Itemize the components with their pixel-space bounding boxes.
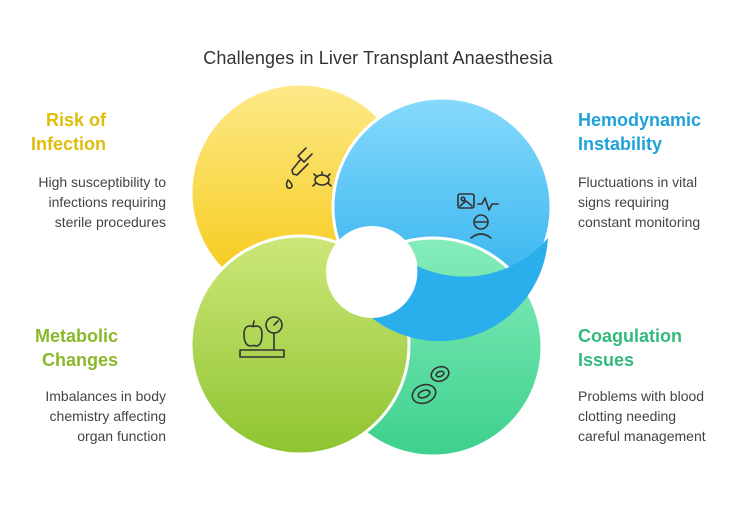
vital-signs-monitor-icon [457, 193, 499, 239]
dropper-bacteria-icon [285, 147, 332, 190]
desc-infection: High susceptibility to infections requir… [38, 174, 166, 230]
blue-tail [372, 238, 548, 342]
desc-metabolic: Imbalances in body chemistry affecting o… [45, 388, 166, 444]
heading-infection: Risk of Infection [31, 110, 106, 154]
heading-metabolic: Metabolic Changes [34, 326, 118, 370]
center-hole [326, 226, 418, 318]
heading-coagulation: Coagulation Issues [578, 326, 682, 370]
diagram-title: Challenges in Liver Transplant Anaesthes… [203, 48, 553, 68]
heading-hemodynamic: Hemodynamic Instability [578, 110, 702, 154]
scale-apple-icon [239, 316, 285, 358]
blood-cells-icon [411, 365, 450, 405]
desc-hemodynamic: Fluctuations in vital signs requiring co… [578, 174, 701, 230]
desc-coagulation: Problems with blood clotting needing car… [578, 388, 706, 444]
